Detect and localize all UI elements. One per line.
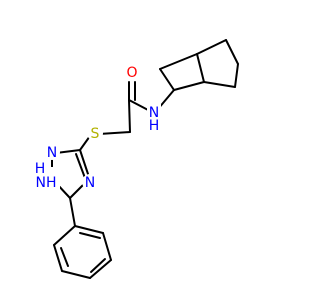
atom-nitrogen-ring-b: N [82, 174, 98, 191]
atom-oxygen: O [124, 64, 140, 81]
bond-phenyl-5 [102, 232, 112, 261]
bond-carbonyl-ch2 [128, 99, 131, 133]
atom-nh-ring-bg [32, 167, 60, 195]
bond-phenyl-6 [74, 225, 104, 234]
atom-sulfur-label: S [91, 126, 100, 142]
atom-nitrogen-amide: N H [147, 104, 161, 134]
bond-c3-n2 [55, 149, 81, 154]
bond-norbornane-6 [225, 39, 239, 65]
atom-nitrogen-ring-a: N [44, 144, 60, 161]
atom-nitrogen-ring-a-bg [44, 144, 60, 160]
bond-c3-n4-inner [75, 153, 86, 179]
atom-nh-ring: NH H [32, 161, 60, 195]
bond-phenyl-1 [53, 225, 76, 246]
atom-nh-ring-hydrogen: H [35, 161, 46, 177]
bond-c5-n4 [69, 182, 86, 199]
bond-norbornane-8 [203, 81, 236, 88]
bond-phenyl-inner-1 [60, 247, 69, 267]
bond-norbornane-3 [173, 81, 205, 91]
atom-oxygen-bg [124, 64, 140, 80]
bond-ch2-sulfur [98, 131, 131, 135]
bond-norbornane-1 [159, 53, 198, 70]
bond-phenyl-4 [89, 259, 112, 279]
molecule-diagram: O N H S N N NH H [32, 39, 239, 279]
bond-c5-phenyl [69, 197, 76, 227]
bond-layer [51, 39, 239, 279]
bond-phenyl-inner-2 [90, 258, 106, 273]
atom-sulfur-bg [87, 125, 103, 141]
bond-norbornane-5 [196, 39, 227, 55]
atom-nitrogen-ring-a-label: N [47, 145, 57, 161]
bond-phenyl-3 [61, 270, 91, 279]
atom-nitrogen-amide-bg [147, 104, 161, 132]
bond-n-amide-carbonyl [128, 99, 151, 112]
bond-phenyl-2 [53, 244, 63, 272]
bond-norbornane-4 [159, 68, 175, 91]
bond-norbornane-2 [196, 53, 205, 83]
atom-nitrogen-amide-hydrogen: H [149, 118, 160, 134]
atom-sulfur: S [87, 125, 103, 142]
bond-sulfur-c3 [79, 135, 91, 151]
atom-oxygen-label: O [126, 65, 137, 81]
atom-nitrogen-ring-b-bg [82, 174, 98, 190]
bond-phenyl-inner-3 [79, 232, 101, 239]
atom-nh-ring-label: NH [36, 175, 57, 191]
bond-c3-n4 [79, 149, 90, 178]
atom-nitrogen-amide-label: N [149, 105, 159, 121]
atom-layer: O N H S N N NH H [32, 64, 161, 195]
bond-norbornane-7 [234, 63, 239, 88]
atom-nitrogen-ring-b-label: N [85, 175, 95, 191]
